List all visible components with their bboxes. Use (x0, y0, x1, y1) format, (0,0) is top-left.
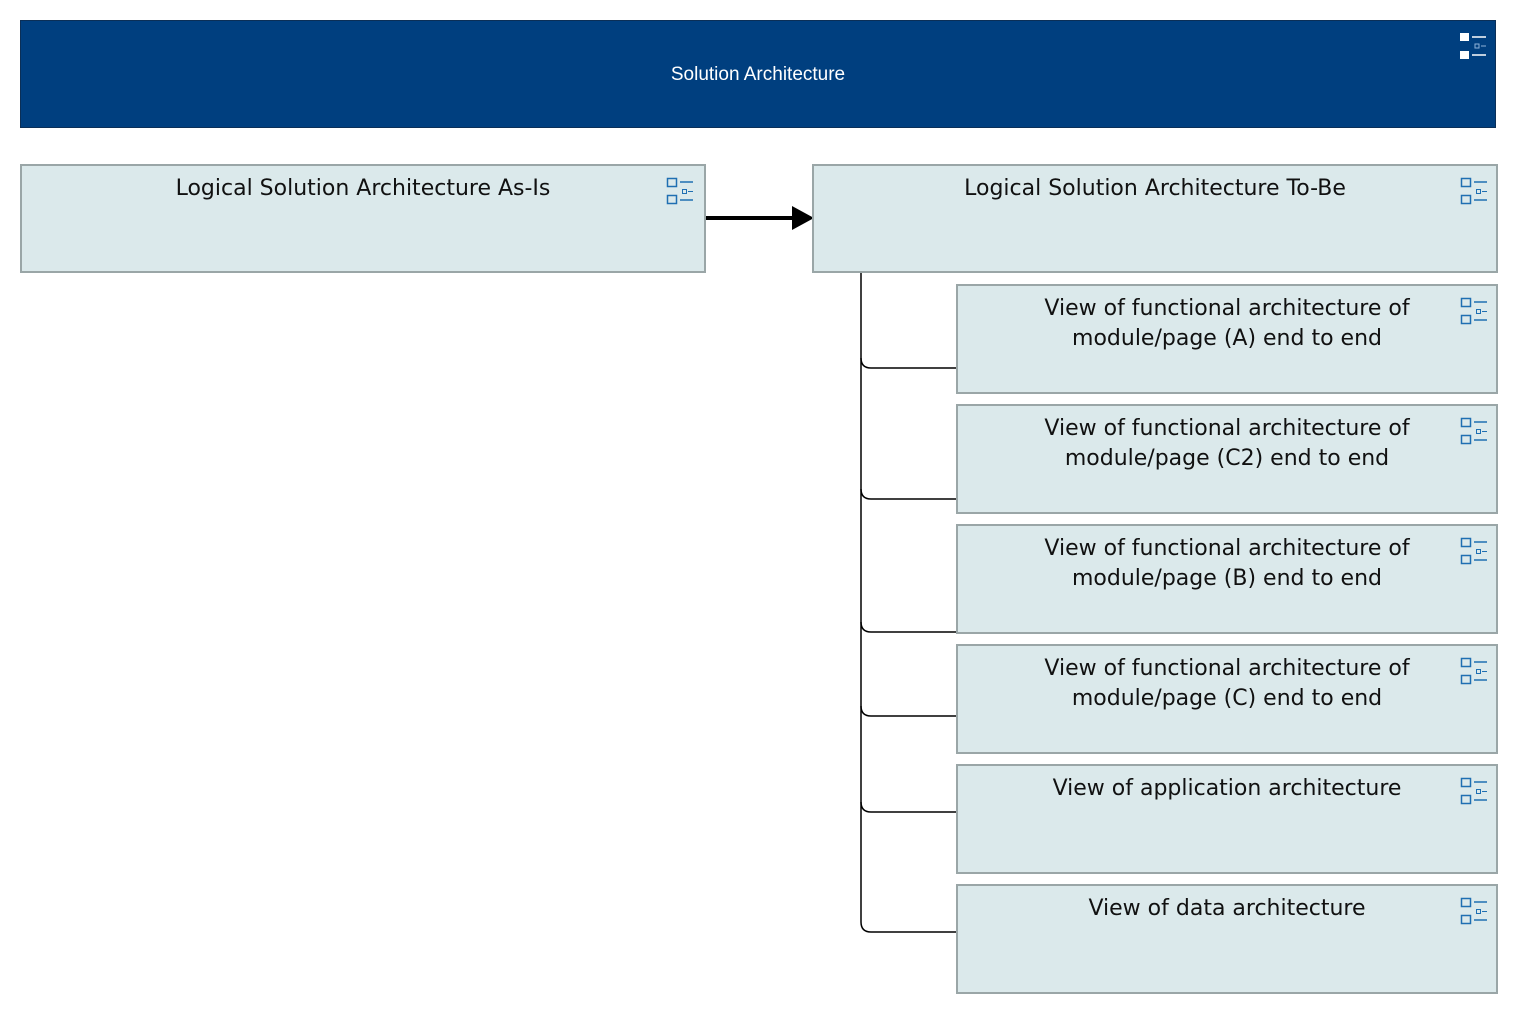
to-be-box[interactable]: Logical Solution Architecture To-Be (812, 164, 1498, 273)
child-line-2: module/page (A) end to end (1072, 326, 1382, 351)
tree-connector-6 (860, 272, 956, 933)
child-view-functional-a[interactable]: View of functional architecture of modul… (956, 284, 1498, 394)
child-line-2: module/page (C2) end to end (1064, 446, 1390, 471)
child-line-1: View of functional architecture of (1044, 416, 1410, 441)
structure-icon[interactable] (1460, 656, 1488, 686)
child-line-2: module/page (B) end to end (1071, 566, 1382, 591)
child-line-1: View of functional architecture of (1044, 656, 1410, 681)
tree-connector-1 (860, 357, 956, 369)
tree-connector-4 (860, 705, 956, 717)
as-is-box[interactable]: Logical Solution Architecture As-Is (20, 164, 706, 273)
child-view-functional-c[interactable]: View of functional architecture of modul… (956, 644, 1498, 754)
to-be-title: Logical Solution Architecture To-Be (964, 176, 1346, 201)
child-line-2: module/page (C) end to end (1071, 686, 1383, 711)
child-view-functional-c2[interactable]: View of functional architecture of modul… (956, 404, 1498, 514)
arrow-head (792, 206, 814, 230)
child-view-functional-b[interactable]: View of functional architecture of modul… (956, 524, 1498, 634)
tree-connector-2 (860, 488, 956, 500)
structure-icon[interactable] (1460, 296, 1488, 326)
solution-architecture-header[interactable]: Solution Architecture (20, 20, 1496, 128)
structure-icon[interactable] (1460, 896, 1488, 926)
child-line-1: View of functional architecture of (1044, 296, 1410, 321)
structure-icon[interactable] (1459, 31, 1487, 61)
structure-icon[interactable] (1460, 416, 1488, 446)
structure-icon[interactable] (666, 176, 694, 206)
child-view-application[interactable]: View of application architecture (956, 764, 1498, 874)
child-line-1: View of functional architecture of (1044, 536, 1410, 561)
tree-connector-5 (860, 801, 956, 813)
header-title: Solution Architecture (670, 64, 846, 85)
structure-icon[interactable] (1460, 536, 1488, 566)
child-view-data[interactable]: View of data architecture (956, 884, 1498, 994)
as-is-title: Logical Solution Architecture As-Is (175, 176, 551, 201)
structure-icon[interactable] (1460, 776, 1488, 806)
child-line-1: View of application architecture (1052, 776, 1402, 801)
structure-icon[interactable] (1460, 176, 1488, 206)
tree-connector-3 (860, 621, 956, 633)
child-line-1: View of data architecture (1088, 896, 1366, 921)
